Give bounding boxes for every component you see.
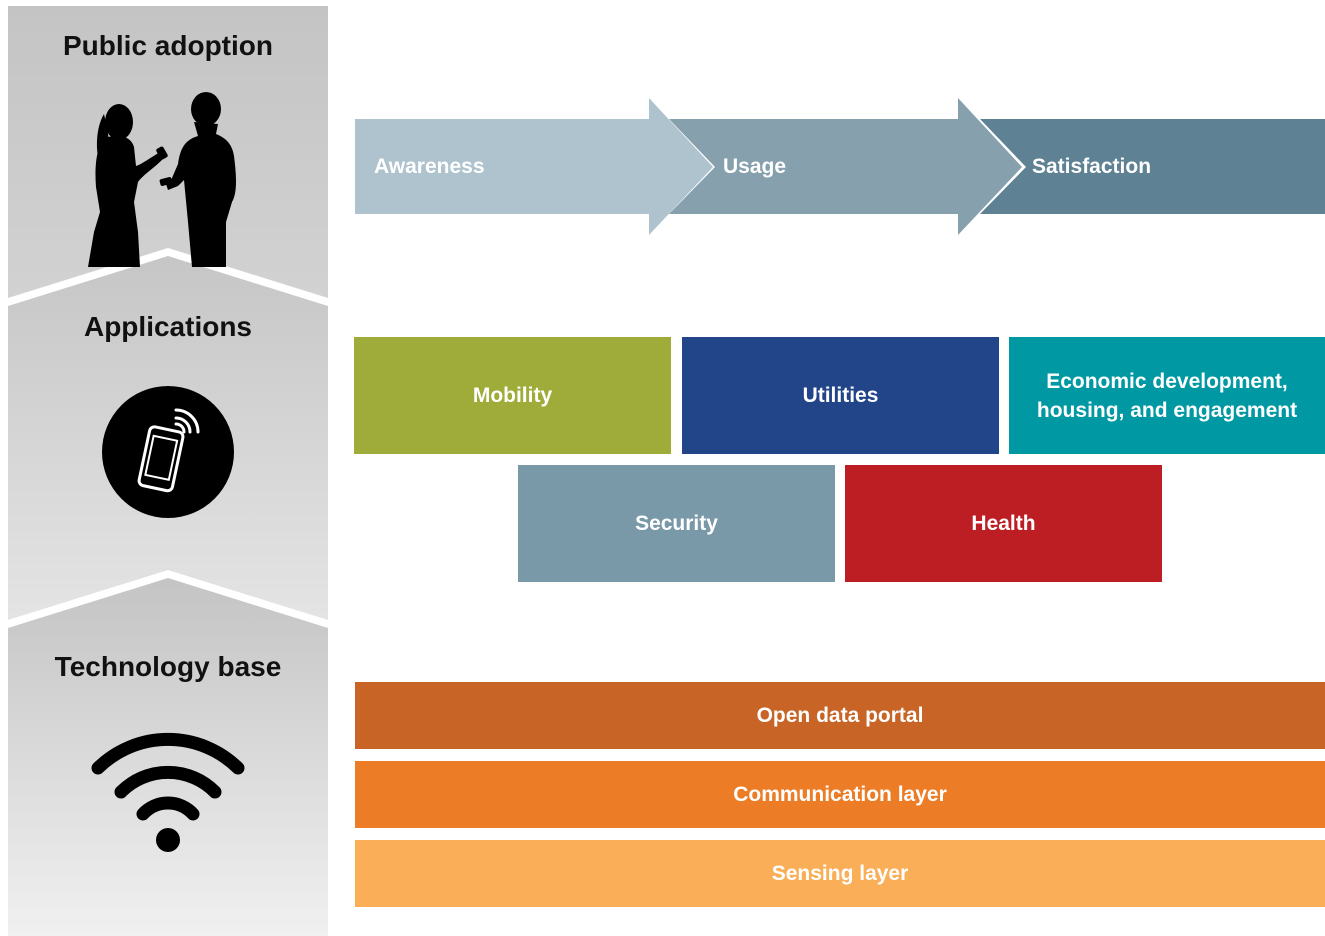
flow-step-awareness: Awareness bbox=[374, 155, 485, 178]
applications-title: Applications bbox=[83, 311, 252, 342]
category-panel: Public adoption Applications Technology … bbox=[0, 0, 330, 936]
flow-step-usage: Usage bbox=[723, 155, 787, 178]
app-tile-economic-development: Economic development, housing, and engag… bbox=[1009, 337, 1325, 454]
people-with-phones-silhouette-icon bbox=[88, 92, 236, 267]
app-tile-security: Security bbox=[518, 465, 835, 582]
layer-open-data-portal: Open data portal bbox=[355, 682, 1325, 749]
app-tile-health: Health bbox=[845, 465, 1162, 582]
app-tile-utilities: Utilities bbox=[682, 337, 999, 454]
flow-step-awareness-shape bbox=[355, 98, 713, 235]
public-adoption-panel bbox=[8, 6, 328, 298]
public-adoption-title: Public adoption bbox=[63, 30, 273, 61]
technology-base-panel bbox=[8, 578, 328, 936]
flow-step-satisfaction: Satisfaction bbox=[1032, 155, 1152, 178]
technology-base-title: Technology base bbox=[54, 651, 282, 682]
flow-step-usage-shape bbox=[669, 98, 1022, 235]
app-tile-mobility: Mobility bbox=[354, 337, 671, 454]
adoption-flow: Awareness Usage Satisfaction bbox=[355, 95, 1325, 235]
flow-step-satisfaction-shape bbox=[980, 119, 1325, 214]
wifi-icon bbox=[91, 732, 245, 852]
layer-sensing: Sensing layer bbox=[355, 840, 1325, 907]
layer-communication: Communication layer bbox=[355, 761, 1325, 828]
smartphone-signal-icon bbox=[102, 386, 234, 518]
